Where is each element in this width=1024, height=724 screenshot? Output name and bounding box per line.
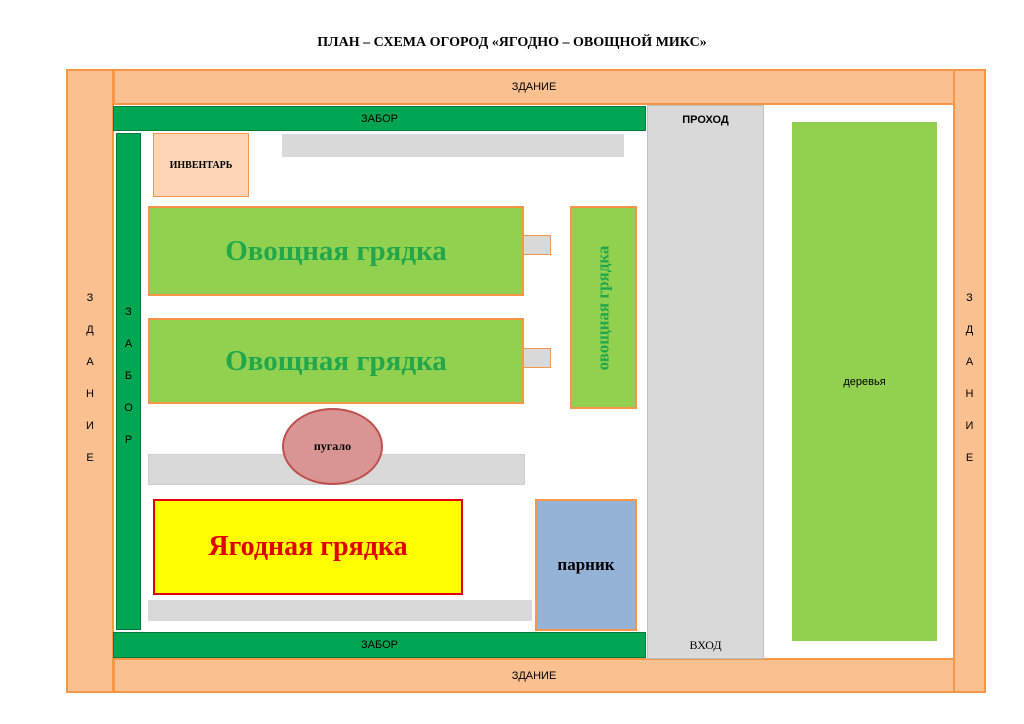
trees-area: деревья <box>792 122 937 641</box>
building-left <box>66 69 114 693</box>
building-left-letter: Д <box>86 324 94 336</box>
scarecrow-label: пугало <box>313 439 352 453</box>
greenhouse: парник <box>535 499 637 631</box>
trees-label: деревья <box>843 375 886 388</box>
fence-left-letter: З <box>125 306 132 318</box>
fence-bottom: ЗАБОР <box>113 632 646 658</box>
building-right-letter: И <box>965 420 974 432</box>
vegetable-bed-1-label: Овощная грядка <box>225 234 447 267</box>
building-top: ЗДАНИЕ <box>113 69 955 105</box>
passage <box>647 105 764 659</box>
fence-left-letter: О <box>124 402 133 414</box>
fence-left-letter: Б <box>124 370 133 382</box>
path-top <box>282 134 624 157</box>
building-left-letter: З <box>86 292 94 304</box>
vegetable-bed-vertical: овощная грядка <box>570 206 637 409</box>
path-bottom <box>148 600 532 621</box>
vegetable-bed-vertical-label: овощная грядка <box>593 245 613 370</box>
building-top-label: ЗДАНИЕ <box>511 81 557 93</box>
building-right-letter: Д <box>965 324 974 336</box>
inventory-label: ИНВЕНТАРЬ <box>169 159 233 171</box>
building-right-label: З Д А Н И Е <box>953 282 986 474</box>
entrance-label: ВХОД <box>689 637 722 652</box>
berry-bed: Ягодная грядка <box>153 499 463 595</box>
building-left-letter: А <box>86 356 94 368</box>
building-right-letter: Е <box>965 452 974 464</box>
page-title: ПЛАН – СХЕМА ОГОРОД «ЯГОДНО – ОВОЩНОЙ МИ… <box>317 35 707 50</box>
vegetable-bed-vertical-label-wrap: овощная грядка <box>572 208 635 407</box>
building-bottom-label: ЗДАНИЕ <box>511 669 557 682</box>
building-right <box>953 69 986 693</box>
fence-left-letter: А <box>124 338 133 350</box>
inventory-shed: ИНВЕНТАРЬ <box>153 133 249 197</box>
path-connector-2 <box>522 348 551 368</box>
scarecrow: пугало <box>282 408 383 485</box>
fence-top-label: ЗАБОР <box>361 112 398 125</box>
building-left-label: З Д А Н И Е <box>66 282 114 474</box>
building-left-letter: Н <box>86 388 94 400</box>
vegetable-bed-2: Овощная грядка <box>148 318 524 404</box>
path-connector-1 <box>522 235 551 255</box>
fence-bottom-label: ЗАБОР <box>361 639 398 651</box>
building-right-letter: Н <box>965 388 974 400</box>
greenhouse-label: парник <box>557 555 615 574</box>
passage-label: ПРОХОД <box>682 114 729 126</box>
building-left-letter: Е <box>86 452 94 464</box>
berry-bed-label: Ягодная грядка <box>208 531 408 562</box>
fence-left <box>116 133 141 630</box>
fence-top: ЗАБОР <box>113 106 646 131</box>
vegetable-bed-2-label: Овощная грядка <box>225 344 447 377</box>
vegetable-bed-1: Овощная грядка <box>148 206 524 296</box>
fence-left-letter: Р <box>124 434 133 446</box>
building-right-letter: А <box>965 356 974 368</box>
fence-left-label: З А Б О Р <box>116 296 141 456</box>
building-left-letter: И <box>86 420 94 432</box>
building-right-letter: З <box>966 292 973 304</box>
building-bottom: ЗДАНИЕ <box>113 658 955 693</box>
